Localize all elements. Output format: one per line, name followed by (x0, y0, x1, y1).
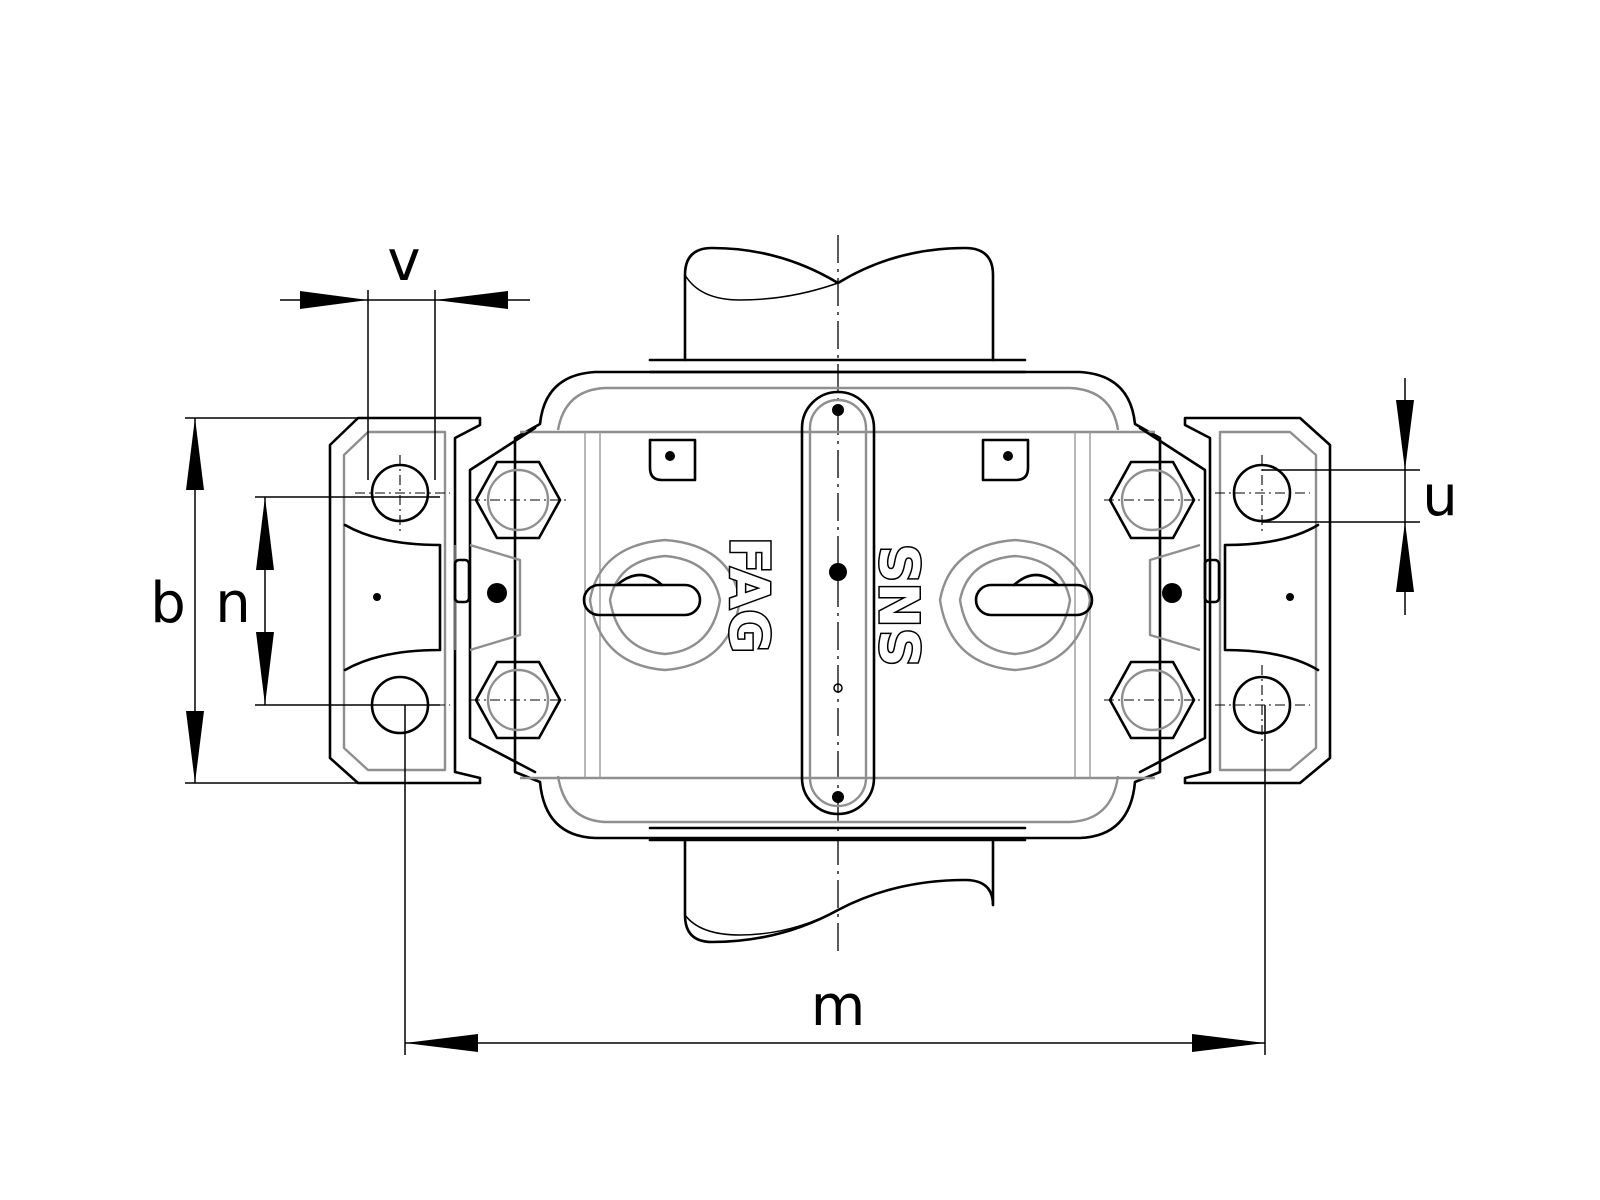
eye-bolt-slots (582, 538, 1094, 672)
top-lugs (648, 438, 1030, 482)
dimension-m: m (404, 705, 1266, 1055)
right-foot (1183, 416, 1332, 785)
hex-nut (470, 660, 566, 740)
logo-sns: SNS (870, 544, 933, 667)
shaft (648, 235, 1027, 955)
eye-bolt-slot-left (582, 583, 702, 617)
eye-bolt-slot-right (974, 583, 1094, 617)
hex-nut (1104, 460, 1200, 540)
dimension-v: v (280, 229, 530, 480)
dimension-n: n (215, 496, 440, 706)
dimension-u: u (1262, 378, 1458, 615)
hex-nut (470, 460, 566, 540)
hex-nut (1104, 660, 1200, 740)
logo-group: FAG SNS (716, 535, 934, 668)
logo-fag: FAG (717, 537, 780, 654)
central-rib (800, 390, 876, 816)
dimension-b: b (150, 417, 358, 784)
left-foot (328, 416, 482, 785)
dim-label-b: b (150, 571, 186, 636)
side-pins (453, 543, 1221, 652)
cap-bolts (470, 460, 1200, 740)
dim-label-n: n (215, 571, 251, 636)
dim-label-u: u (1422, 464, 1458, 529)
dim-label-m: m (811, 974, 866, 1039)
dim-label-v: v (387, 229, 420, 294)
